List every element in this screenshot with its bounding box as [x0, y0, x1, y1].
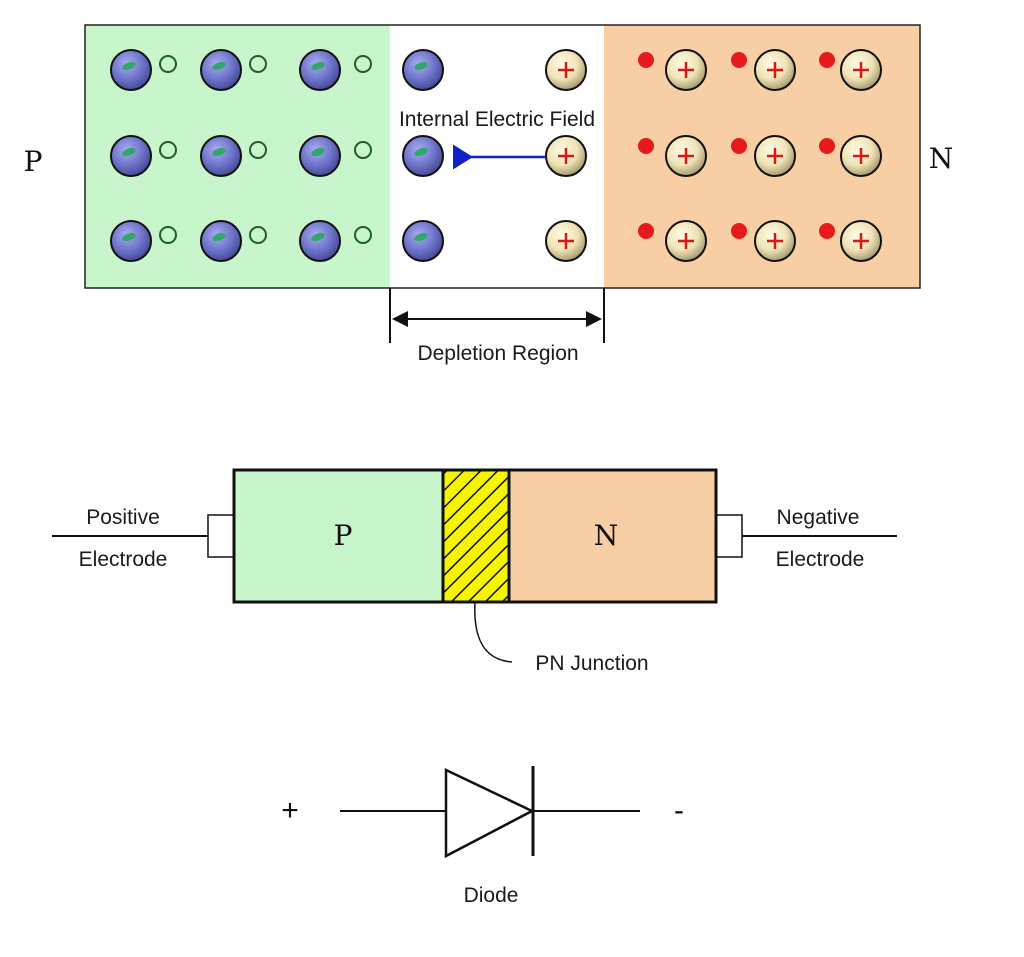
n-block-label: N [594, 519, 619, 552]
depletion-arrow-left [392, 311, 408, 327]
electron-icon [731, 223, 747, 239]
hole-icon [159, 226, 177, 244]
p-side-label: P [24, 145, 43, 178]
hole-icon [159, 141, 177, 159]
acceptor-ion-icon [299, 135, 341, 177]
electron-icon [731, 138, 747, 154]
hole-icon [249, 141, 267, 159]
positive-electrode-label-line1: Positive [86, 506, 160, 529]
hole-icon [354, 55, 372, 73]
acceptor-ion-icon [110, 49, 152, 91]
donor-ion-icon [840, 220, 882, 262]
acceptor-ion-icon [299, 49, 341, 91]
plus-sign-label: + [281, 794, 299, 827]
right-electrode-terminal [715, 514, 743, 558]
field-label: Internal Electric Field [399, 108, 595, 131]
hole-icon [249, 55, 267, 73]
electron-icon [731, 52, 747, 68]
acceptor-ion-icon [110, 135, 152, 177]
left-electrode-terminal [207, 514, 235, 558]
depletion-arrow-right [586, 311, 602, 327]
electron-icon [638, 138, 654, 154]
acceptor-ion-icon [200, 49, 242, 91]
n-block [509, 470, 716, 602]
acceptor-ion-icon [200, 135, 242, 177]
donor-ion-icon [545, 49, 587, 91]
n-side-label: N [929, 142, 954, 175]
hole-icon [354, 226, 372, 244]
acceptor-ion-icon [402, 220, 444, 262]
junction-leader-line [474, 601, 513, 663]
depletion-diagram: Internal Electric Field P N Depletion Re… [24, 24, 954, 365]
donor-ion-icon [840, 49, 882, 91]
electron-icon [819, 52, 835, 68]
depletion-label: Depletion Region [417, 342, 578, 365]
diode-triangle [444, 768, 535, 859]
electron-icon [819, 138, 835, 154]
donor-ion-icon [754, 49, 796, 91]
electron-icon [638, 52, 654, 68]
donor-ions [545, 49, 882, 262]
acceptor-ions [110, 49, 444, 262]
donor-ion-icon [665, 220, 707, 262]
donor-ion-icon [754, 220, 796, 262]
diode-caption: Diode [464, 884, 519, 907]
electron-icon [819, 223, 835, 239]
free-electrons [638, 52, 835, 239]
minus-sign-label: - [674, 794, 684, 827]
donor-ion-icon [545, 135, 587, 177]
hole-icon [159, 55, 177, 73]
hole-icon [354, 141, 372, 159]
donor-ion-icon [840, 135, 882, 177]
donor-ion-icon [665, 135, 707, 177]
donor-ion-icon [665, 49, 707, 91]
crystal-outline [84, 24, 921, 289]
negative-electrode-label-line1: Negative [777, 506, 860, 529]
acceptor-ion-icon [200, 220, 242, 262]
negative-electrode-label-line2: Electrode [776, 548, 865, 571]
hole-icon [249, 226, 267, 244]
acceptor-ion-icon [110, 220, 152, 262]
acceptor-ion-icon [299, 220, 341, 262]
donor-ion-icon [754, 135, 796, 177]
pn-junction-diagram: P N Positive Electrode Negative Electrod… [52, 468, 897, 675]
acceptor-ion-icon [402, 135, 444, 177]
acceptor-ion-icon [402, 49, 444, 91]
donor-ion-icon [545, 220, 587, 262]
p-block [234, 470, 443, 602]
holes [159, 55, 372, 244]
positive-electrode-label-line2: Electrode [79, 548, 168, 571]
p-block-label: P [334, 519, 353, 552]
pn-junction-block [443, 470, 509, 602]
electron-icon [638, 223, 654, 239]
diode-symbol: + - Diode [281, 766, 684, 907]
pn-junction-label: PN Junction [535, 652, 648, 675]
